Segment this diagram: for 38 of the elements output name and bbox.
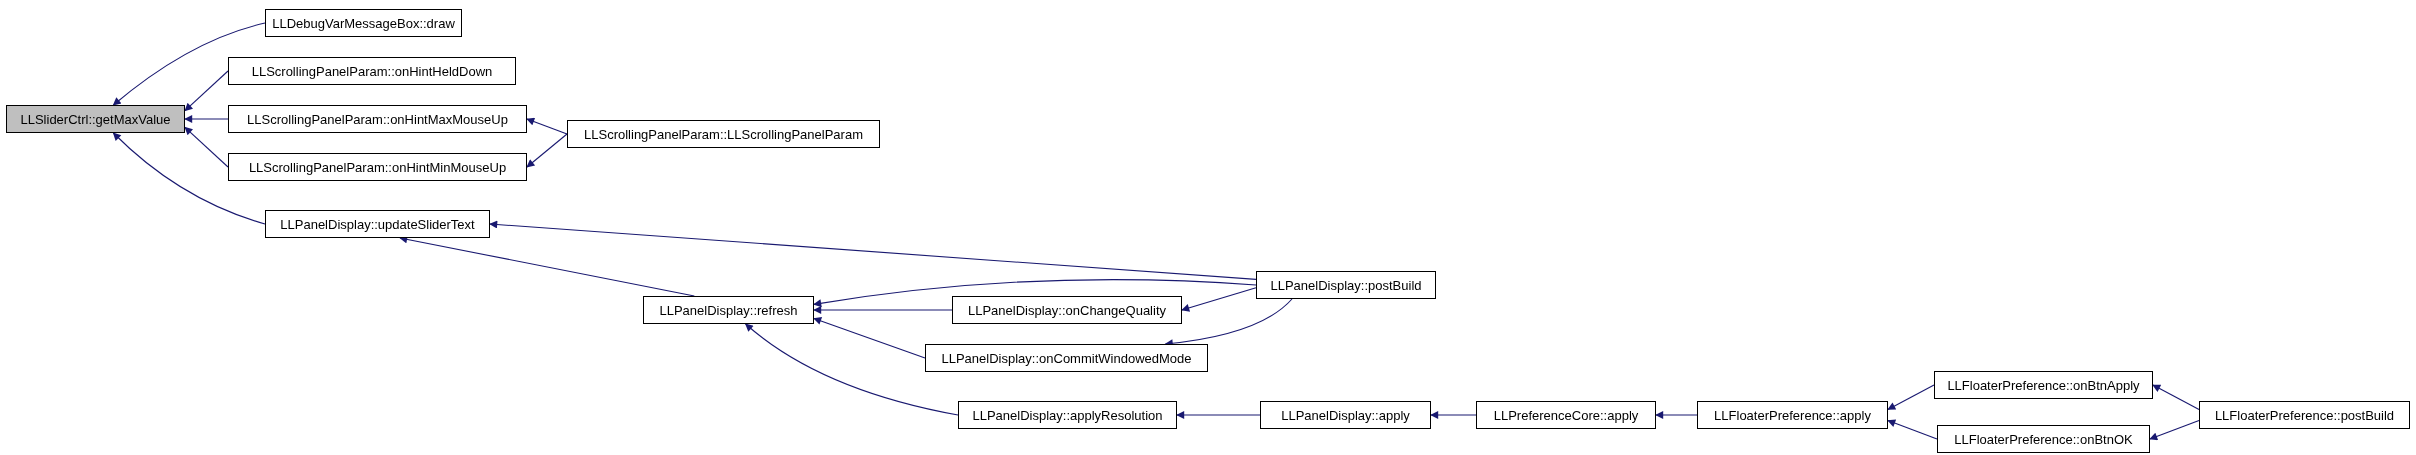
function-box: LLScrollingPanelParam::onHintMaxMouseUp: [228, 105, 527, 133]
function-box: LLFloaterPreference::onBtnOK: [1937, 425, 2150, 453]
function-box: LLPanelDisplay::refresh: [643, 296, 814, 324]
function-box: LLPanelDisplay::applyResolution: [958, 401, 1177, 429]
function-box: LLFloaterPreference::apply: [1697, 401, 1888, 429]
arrow: [112, 132, 266, 225]
function-box: LLScrollingPanelParam::onHintHeldDown: [228, 57, 516, 85]
arrow: [112, 22, 266, 106]
arrow: [526, 117, 568, 135]
highlighted-function-box: LLSliderCtrl::getMaxValue: [6, 105, 185, 133]
arrow: [184, 126, 229, 168]
function-box: LLPanelDisplay::apply: [1260, 401, 1431, 429]
arrow: [2149, 420, 2200, 441]
function-box: LLFloaterPreference::postBuild: [2199, 401, 2410, 429]
function-box: LLFloaterPreference::onBtnApply: [1934, 371, 2153, 399]
arrow: [813, 317, 926, 359]
arrow: [1430, 411, 1477, 419]
function-box: LLPanelDisplay::onCommitWindowedMode: [925, 344, 1208, 372]
arrow: [813, 306, 953, 314]
function-box: LLPanelDisplay::updateSliderText: [265, 210, 490, 238]
arrow: [489, 220, 1257, 280]
function-box: LLScrollingPanelParam::onHintMinMouseUp: [228, 153, 527, 181]
function-box: LLDebugVarMessageBox::draw: [265, 9, 462, 37]
arrow: [184, 115, 229, 123]
arrow: [1887, 419, 1938, 440]
arrow: [2152, 384, 2200, 410]
arrow: [1655, 411, 1698, 419]
function-box: LLPanelDisplay::onChangeQuality: [952, 296, 1182, 324]
arrow: [1887, 384, 1935, 410]
arrow: [526, 133, 568, 168]
function-box: LLPanelDisplay::postBuild: [1256, 271, 1436, 299]
arrow: [813, 279, 1257, 308]
arrow: [184, 70, 229, 112]
function-box: LLPreferenceCore::apply: [1476, 401, 1656, 429]
function-box: LLScrollingPanelParam::LLScrollingPanelParam: [567, 120, 880, 148]
arrow: [1181, 287, 1257, 312]
arrow: [745, 323, 959, 416]
arrow: [1176, 411, 1261, 419]
